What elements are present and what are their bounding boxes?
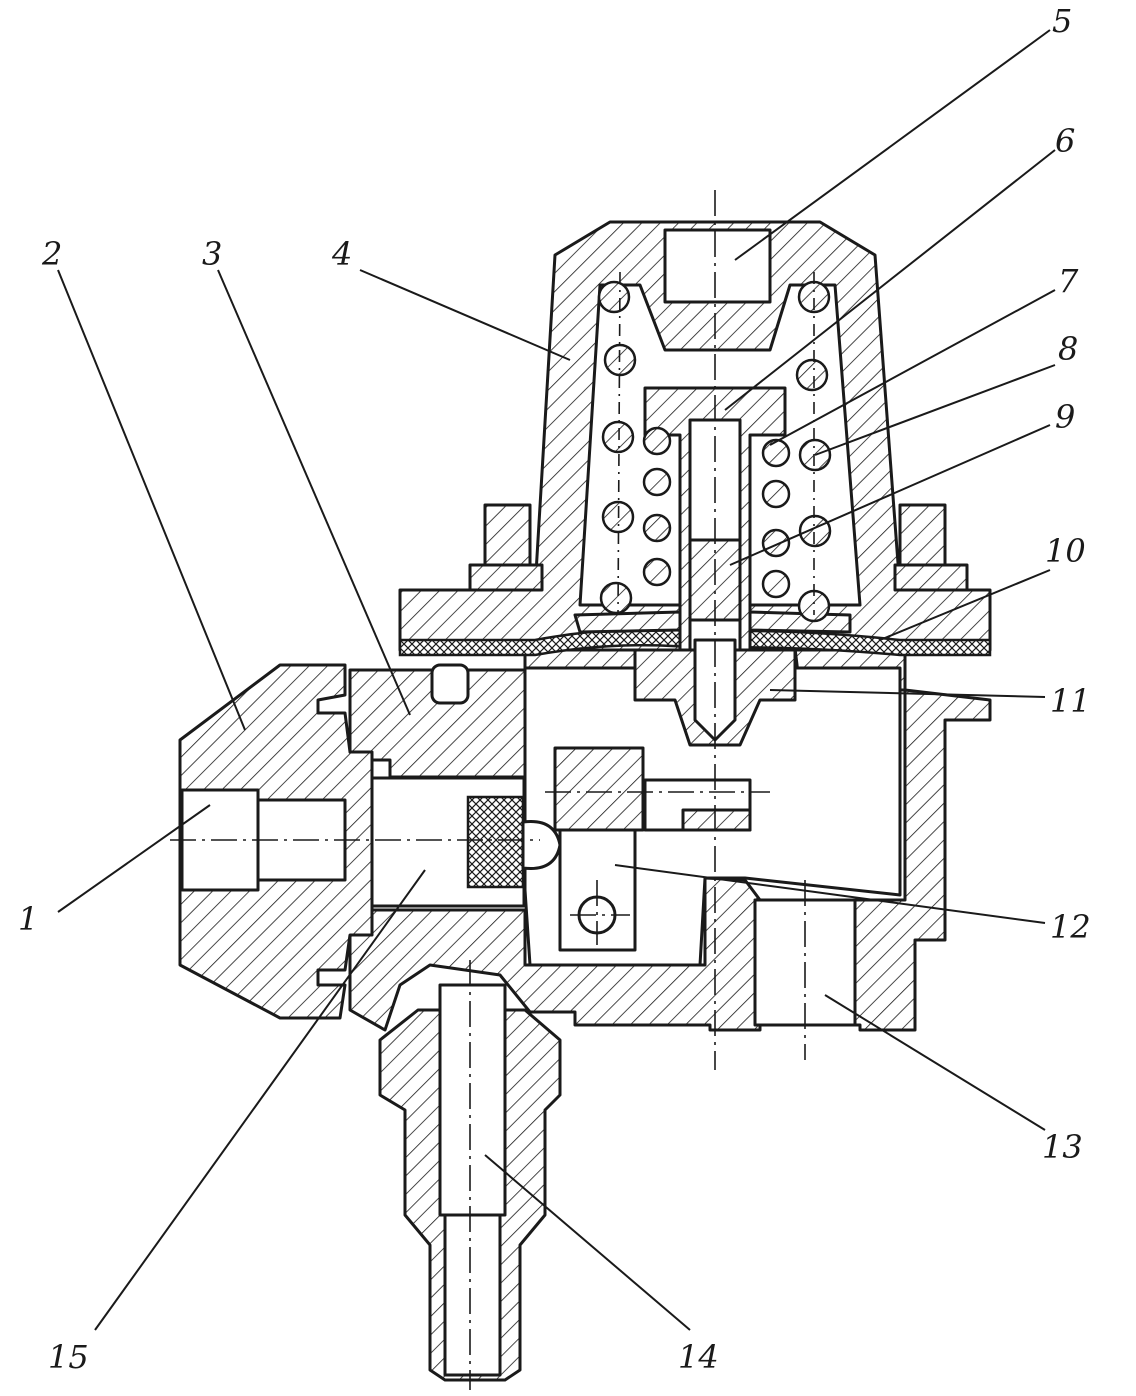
callout-1: 1	[18, 900, 38, 938]
callout-3: 3	[202, 235, 222, 273]
callout-10: 10	[1045, 532, 1086, 570]
callout-7: 7	[1058, 262, 1079, 300]
spring-coils	[597, 271, 832, 623]
inlet-filter	[370, 776, 562, 908]
callout-2: 2	[41, 235, 62, 273]
callout-15: 15	[48, 1338, 89, 1376]
callout-8: 8	[1058, 330, 1078, 368]
callout-9: 9	[1055, 398, 1075, 436]
callout-13: 13	[1042, 1128, 1083, 1166]
callout-5: 5	[1052, 2, 1072, 40]
callout-14: 14	[678, 1338, 719, 1376]
callout-4: 4	[331, 235, 352, 273]
center-lines	[170, 190, 806, 1390]
callout-labels: 1 2 3 4 5 6 7 8 9 10 11 12 13 14 15	[18, 2, 1091, 1376]
inlet-nut	[178, 663, 374, 1020]
callout-11: 11	[1050, 682, 1091, 720]
callout-12: 12	[1050, 908, 1091, 946]
outlet-fitting	[378, 983, 562, 1382]
leader-lines	[57, 29, 1056, 1331]
callout-6: 6	[1055, 122, 1075, 160]
